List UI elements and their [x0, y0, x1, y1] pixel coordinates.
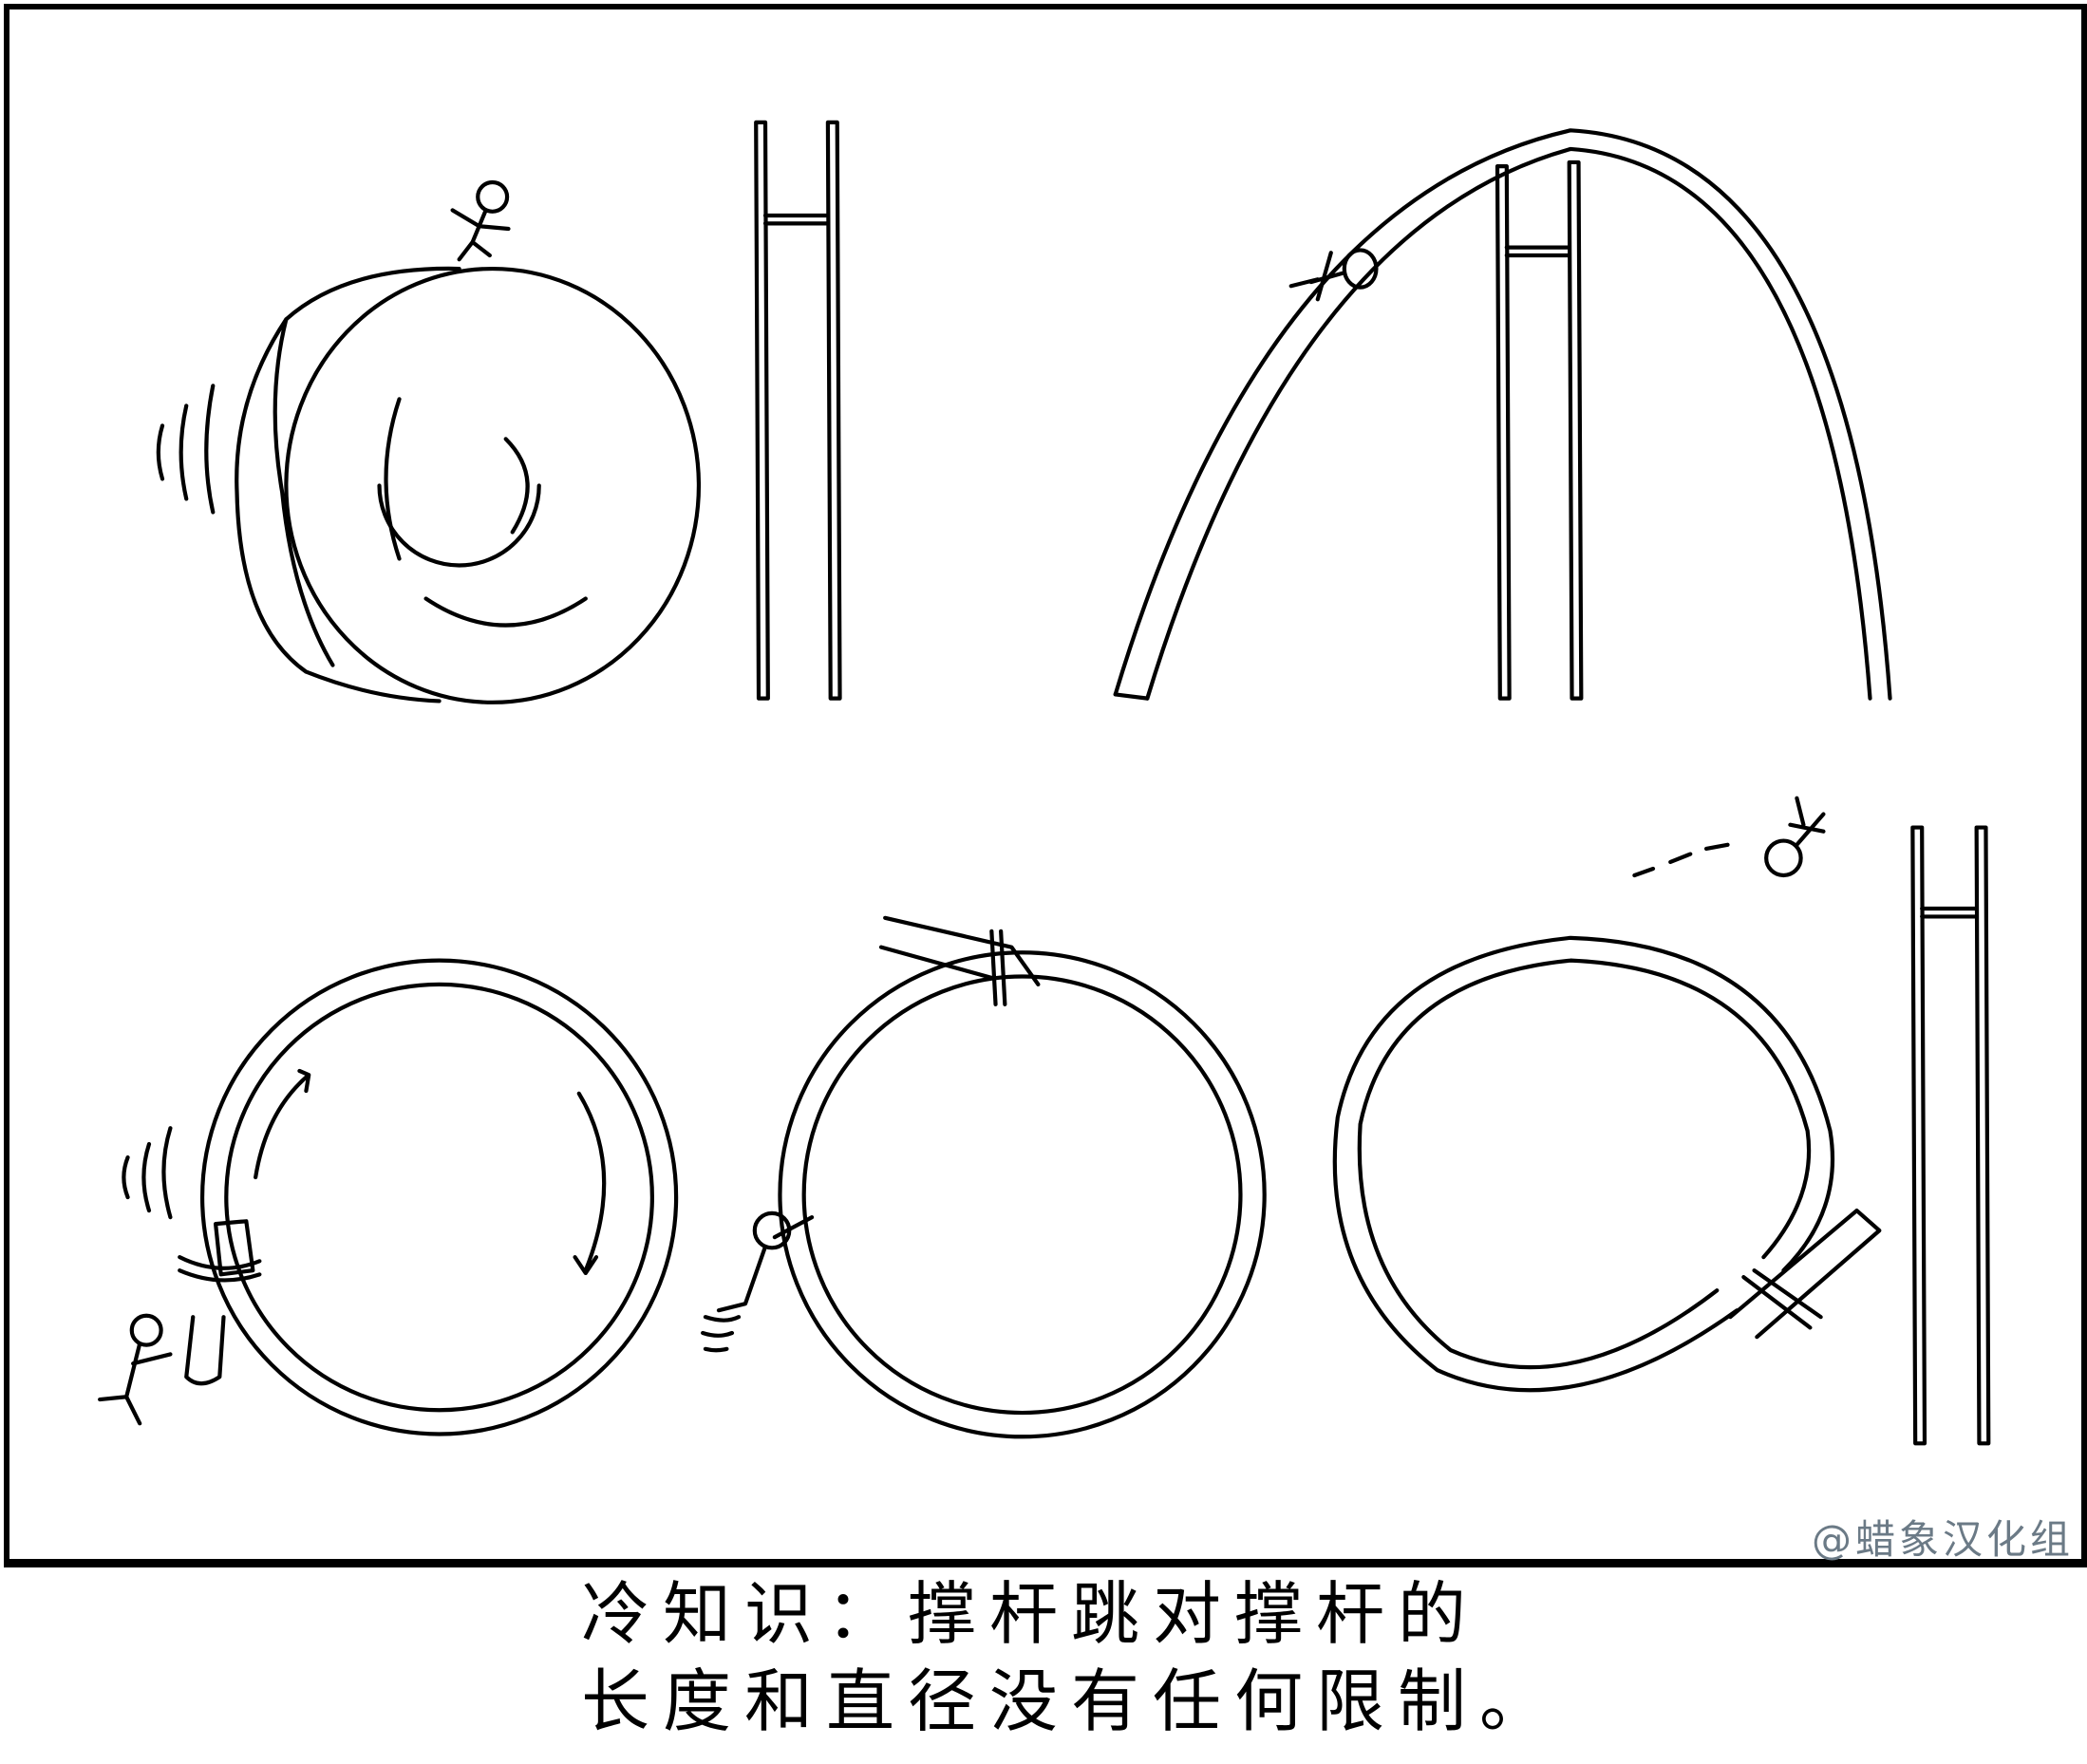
high-jump-stand-2	[1495, 160, 1584, 701]
arched-pole	[1113, 128, 1892, 701]
ring-pole-vaulting	[701, 915, 1267, 1439]
comic-frame	[4, 4, 2087, 1567]
translator-watermark: @蜡象汉化组	[1811, 1516, 2074, 1563]
comic-illustration	[98, 120, 1991, 1446]
high-jump-stand-3	[1910, 825, 1991, 1446]
rolling-drum	[156, 179, 702, 704]
caption-line-1: 冷知识：撑杆跳对撑杆的	[581, 1574, 1480, 1654]
high-jump-stand-1	[754, 120, 842, 701]
caption-line-2: 长度和直径没有任何限制。	[581, 1661, 1562, 1741]
ring-pole-release	[1332, 796, 1882, 1393]
ring-pole-rolling	[98, 958, 679, 1436]
